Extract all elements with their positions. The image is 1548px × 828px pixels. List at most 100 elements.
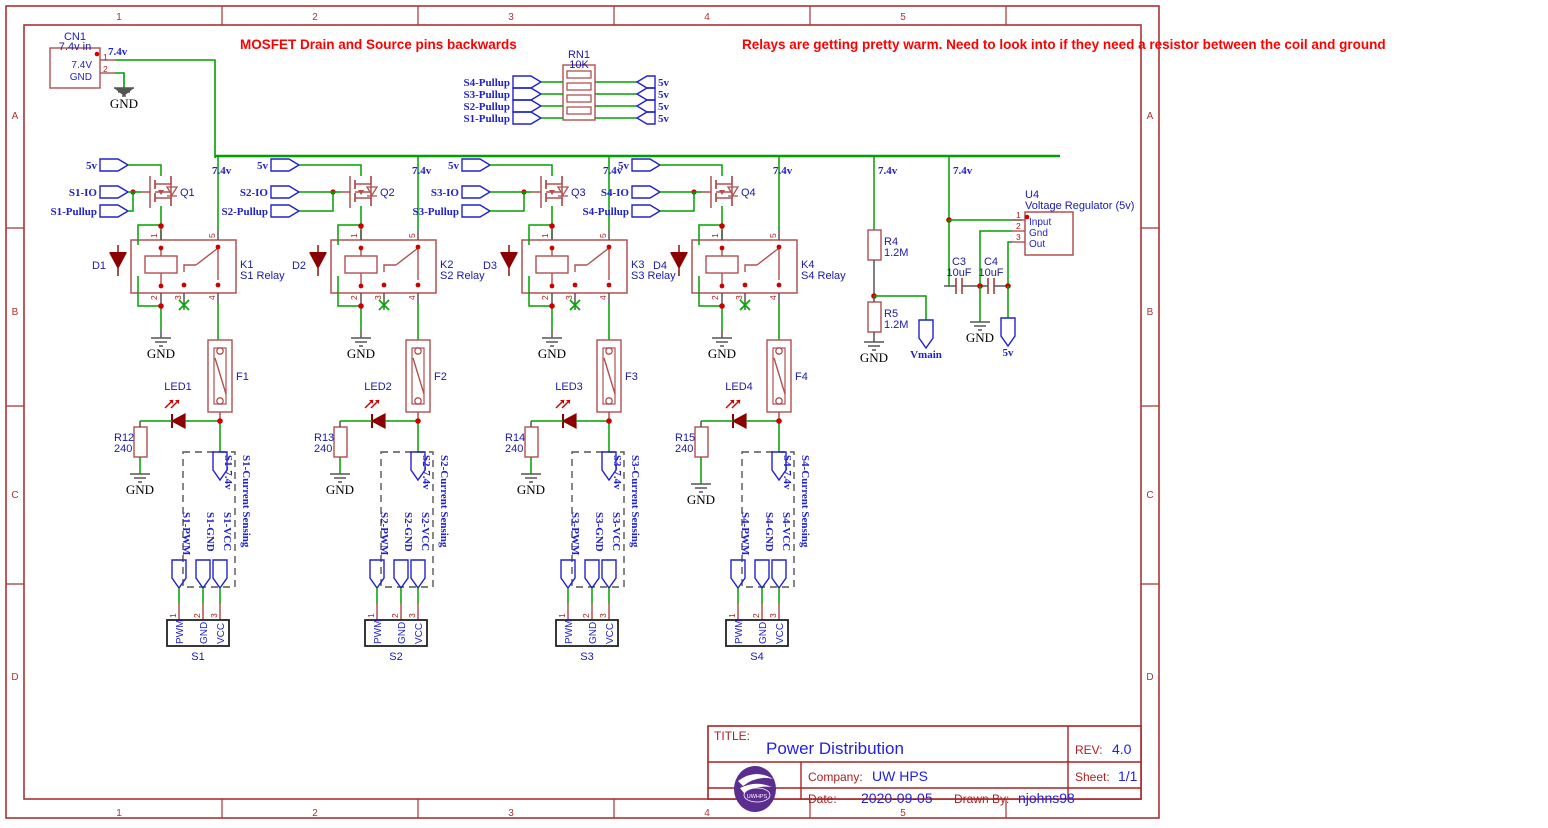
port-5v-rn1-4[interactable] — [635, 111, 656, 125]
relay-k3[interactable]: K3 S3 Relay 1 2 3 4 5 — [521, 233, 676, 300]
diode-d1[interactable]: D1 — [92, 245, 127, 276]
k2-pin4-dot — [415, 282, 421, 288]
mosfet-q3[interactable]: Q3 — [521, 176, 586, 208]
port-vmain[interactable]: Vmain — [910, 319, 942, 361]
port-5v-out[interactable]: 5v — [1000, 317, 1016, 359]
port-s2-pullup-ch2[interactable] — [270, 204, 301, 218]
k3-pin3-num: 3 — [564, 295, 574, 300]
port-s2-74v[interactable] — [410, 451, 426, 482]
ch3-sense-ports[interactable]: S3-PWM S3-GND S3-VCC — [560, 512, 622, 590]
fuse-f2[interactable]: F2 — [405, 339, 447, 413]
port-5v-ch3[interactable] — [461, 158, 492, 172]
d3-refdes: D3 — [483, 260, 497, 272]
port-s4-pwm[interactable] — [730, 559, 746, 590]
k2-pin1-num: 1 — [349, 233, 359, 238]
port-label-5v-rn1-4: 5v — [658, 113, 670, 125]
port-s1-pwm[interactable] — [171, 559, 187, 590]
port-s4-pullup-ch4[interactable] — [631, 204, 662, 218]
ch2-ports[interactable]: 5v S2-IO S2-Pullup — [222, 158, 301, 218]
ch1-sense-74v-port[interactable]: S1-7.4v — [212, 451, 234, 490]
fuse-f1[interactable]: F1 — [207, 339, 249, 413]
connector-s2[interactable]: 1 2 3 PWM GND VCC S2 — [364, 613, 428, 663]
port-5v-ch2[interactable] — [270, 158, 301, 172]
port-s2-vcc[interactable] — [410, 559, 426, 590]
fuse-f4[interactable]: F4 — [766, 339, 808, 413]
ch1-sense-ports[interactable]: S1-PWM S1-GND S1-VCC — [171, 512, 233, 590]
capacitor-c4[interactable]: C4 10uF — [978, 256, 1008, 294]
relay-k2[interactable]: K2 S2 Relay 1 2 3 4 5 — [330, 233, 485, 300]
port-5v-ch4[interactable] — [631, 158, 662, 172]
ch4-sense-ports[interactable]: S4-PWM S4-GND S4-VCC — [730, 512, 792, 590]
port-s1-vcc[interactable] — [212, 559, 228, 590]
resistor-r5[interactable]: R5 1.2M — [867, 296, 908, 342]
diode-d2[interactable]: D2 — [292, 245, 327, 276]
resistor-r4[interactable]: R4 1.2M — [867, 229, 908, 296]
port-s2-gnd[interactable] — [393, 559, 409, 590]
port-s4-io[interactable] — [631, 185, 662, 199]
port-s2-pwm[interactable] — [369, 559, 385, 590]
port-s2-io[interactable] — [270, 185, 301, 199]
resistor-network-rn1[interactable]: RN1 10K — [562, 49, 596, 121]
port-5v-rn1-2[interactable] — [635, 87, 656, 101]
diode-d4[interactable]: D4 — [653, 245, 688, 276]
ch4-ports[interactable]: 5v S4-IO S4-Pullup — [583, 158, 662, 218]
port-label-s2-74v: S2-7.4v — [420, 455, 432, 490]
port-s2-pullup[interactable] — [512, 99, 543, 113]
port-5v-out-shape[interactable] — [1000, 317, 1016, 348]
port-5v-rn1-3[interactable] — [635, 99, 656, 113]
port-s3-gnd[interactable] — [584, 559, 600, 590]
regulator-u4[interactable]: U4 Voltage Regulator (5v) 1 2 3 Input Gn… — [1012, 189, 1134, 256]
port-s4-gnd[interactable] — [754, 559, 770, 590]
connector-s3[interactable]: 1 2 3 PWM GND VCC S3 — [555, 613, 619, 663]
ch1-sensing-title: S1-Current Sensing — [240, 455, 252, 548]
diode-d3[interactable]: D3 — [483, 245, 518, 276]
rn1-left-ports[interactable]: S4-Pullup S3-Pullup S2-Pullup S1-Pullup — [464, 75, 543, 125]
k1-pin3-num: 3 — [173, 295, 183, 300]
port-5v-ch1[interactable] — [99, 158, 130, 172]
led2-emission-arrows — [364, 399, 380, 409]
port-s3-pullup-ch3[interactable] — [461, 204, 492, 218]
port-s4-vcc[interactable] — [771, 559, 787, 590]
capacitor-c3[interactable]: C3 10uF — [944, 256, 980, 294]
port-s3-vcc[interactable] — [601, 559, 617, 590]
rn1-right-ports[interactable]: 5v 5v 5v 5v — [635, 75, 670, 125]
s2-refdes: S2 — [389, 651, 402, 663]
led2[interactable]: LED2 — [364, 381, 392, 430]
port-label-5v-rn1-1: 5v — [658, 77, 670, 89]
port-s3-io[interactable] — [461, 185, 492, 199]
ch4-sense-74v-port[interactable]: S4-7.4v — [771, 451, 793, 490]
gnd-symbol-r12 — [130, 473, 150, 483]
ch2-sense-74v-port[interactable]: S2-7.4v — [410, 451, 432, 490]
mosfet-q2[interactable]: Q2 — [330, 176, 395, 208]
resistor-r14[interactable]: R14 240 — [505, 421, 539, 474]
resistor-r13[interactable]: R13 240 — [314, 421, 348, 474]
port-s3-74v[interactable] — [601, 451, 617, 482]
port-s1-pullup[interactable] — [512, 111, 543, 125]
ch3-sense-74v-port[interactable]: S3-7.4v — [601, 451, 623, 490]
port-label-s1-gnd: S1-GND — [204, 512, 216, 552]
port-s4-pullup[interactable] — [512, 75, 543, 89]
port-s1-74v[interactable] — [212, 451, 228, 482]
connector-cn1[interactable]: CN1 7.4v in 7.4V GND 1 2 — [49, 31, 115, 89]
resistor-r12[interactable]: R12 240 — [114, 421, 148, 474]
port-5v-rn1-1[interactable] — [635, 75, 656, 89]
connector-s1[interactable]: 1 2 3 PWM GND VCC S1 — [166, 613, 230, 663]
ch3-ports[interactable]: 5v S3-IO S3-Pullup — [413, 158, 492, 218]
led3[interactable]: LED3 — [555, 381, 583, 430]
port-s4-74v[interactable] — [771, 451, 787, 482]
port-s1-io[interactable] — [99, 185, 130, 199]
port-label-5v-ch4: 5v — [618, 160, 630, 172]
port-s3-pullup[interactable] — [512, 87, 543, 101]
ch1-ports[interactable]: 5v S1-IO S1-Pullup — [51, 158, 130, 218]
s2-body — [364, 619, 428, 647]
port-s3-pwm[interactable] — [560, 559, 576, 590]
ch2-sense-ports[interactable]: S2-PWM S2-GND S2-VCC — [369, 512, 431, 590]
k3-pin-leads — [551, 230, 610, 310]
resistor-r15[interactable]: R15 240 — [675, 421, 709, 484]
reg-out-wire — [1007, 241, 1012, 286]
channel-4: 5v S4-IO S4-Pullup Q4 — [583, 156, 846, 663]
port-s1-gnd[interactable] — [195, 559, 211, 590]
vmain-port-shape[interactable] — [918, 319, 934, 350]
port-s1-pullup-ch1[interactable] — [99, 204, 130, 218]
connector-s4[interactable]: 1 2 3 PWM GND VCC S4 — [725, 613, 789, 663]
